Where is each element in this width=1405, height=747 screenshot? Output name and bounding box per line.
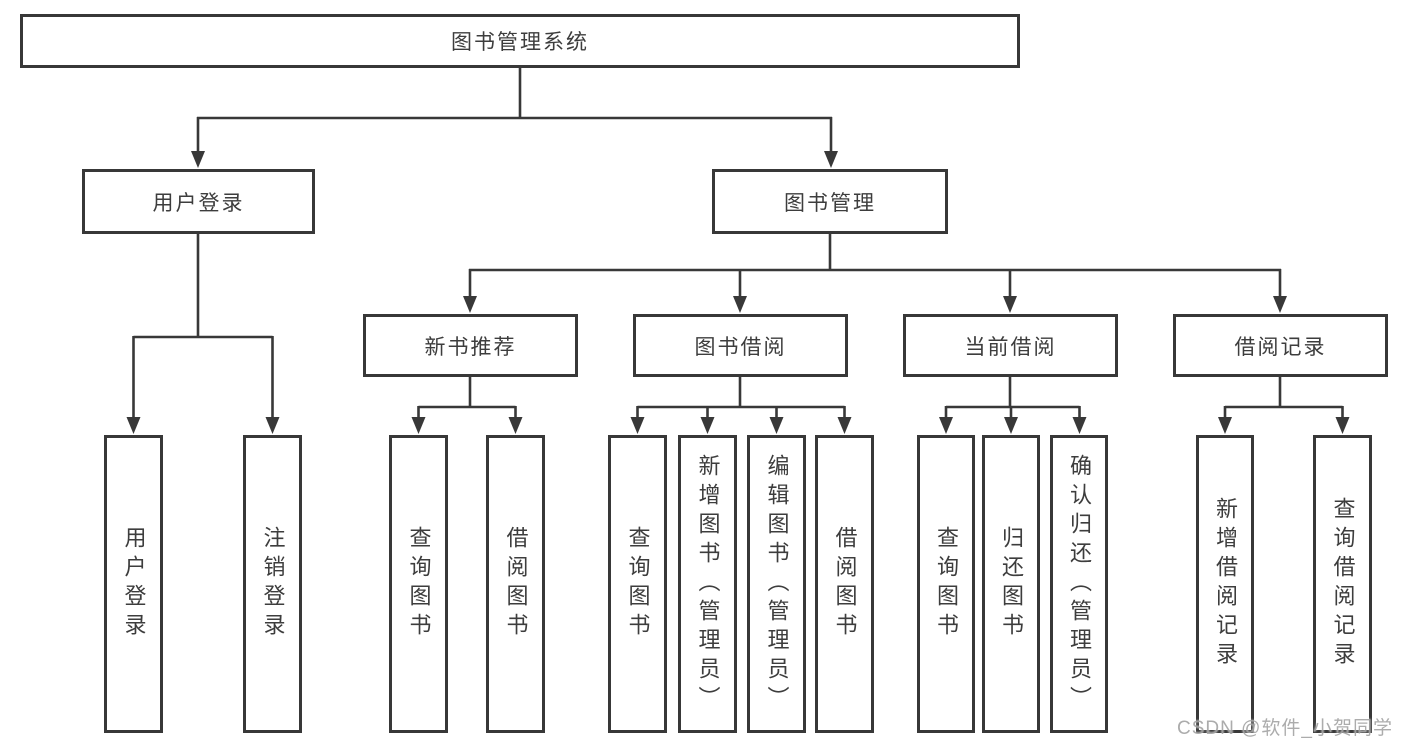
leaf-query-books-current: 查询图书 (917, 435, 975, 733)
node-label: 图书管理 (784, 191, 876, 215)
node-label: 归还图书 (999, 526, 1024, 642)
leaf-logout: 注销登录 (243, 435, 302, 733)
leaf-query-books-borrowing: 查询图书 (608, 435, 667, 733)
node-label: 借阅图书 (503, 526, 529, 642)
leaf-query-books-recommend: 查询图书 (389, 435, 448, 733)
leaf-query-borrow-record: 查询借阅记录 (1313, 435, 1372, 733)
leaf-edit-books-admin: 编辑图书（管理员） (747, 435, 806, 733)
leaf-borrow-books-recommend: 借阅图书 (486, 435, 545, 733)
node-book-borrowing: 图书借阅 (633, 314, 848, 377)
node-new-book-recommendation: 新书推荐 (363, 314, 578, 377)
node-label: 图书借阅 (694, 335, 787, 359)
node-label: 确认归还（管理员） (1067, 453, 1092, 715)
node-label: 查询借阅记录 (1330, 497, 1356, 671)
node-borrowing-records: 借阅记录 (1173, 314, 1388, 377)
node-label: 查询图书 (625, 526, 651, 642)
leaf-borrow-books-borrowing: 借阅图书 (815, 435, 874, 733)
node-label: 新增图书（管理员） (695, 453, 721, 715)
leaf-return-books: 归还图书 (982, 435, 1040, 733)
node-label: 用户登录 (121, 526, 147, 642)
node-label: 用户登录 (152, 191, 245, 215)
leaf-user-login: 用户登录 (104, 435, 163, 733)
node-label: 借阅记录 (1234, 335, 1327, 359)
node-label: 编辑图书（管理员） (764, 453, 790, 715)
node-label: 图书管理系统 (451, 31, 589, 54)
node-label: 查询图书 (934, 526, 959, 642)
node-label: 注销登录 (260, 526, 286, 642)
node-label: 借阅图书 (832, 526, 858, 642)
node-library-management-system: 图书管理系统 (20, 14, 1020, 68)
leaf-add-books-admin: 新增图书（管理员） (678, 435, 737, 733)
node-current-borrowing: 当前借阅 (903, 314, 1118, 377)
node-book-management: 图书管理 (712, 169, 948, 234)
leaf-confirm-return-admin: 确认归还（管理员） (1050, 435, 1108, 733)
node-user-login: 用户登录 (82, 169, 315, 234)
node-label: 查询图书 (406, 526, 432, 642)
node-label: 当前借阅 (964, 335, 1057, 359)
node-label: 新增借阅记录 (1213, 497, 1238, 671)
node-label: 新书推荐 (424, 335, 517, 359)
leaf-add-borrow-record: 新增借阅记录 (1196, 435, 1254, 733)
watermark-csdn: CSDN @软件_小贺同学 (1177, 718, 1393, 739)
